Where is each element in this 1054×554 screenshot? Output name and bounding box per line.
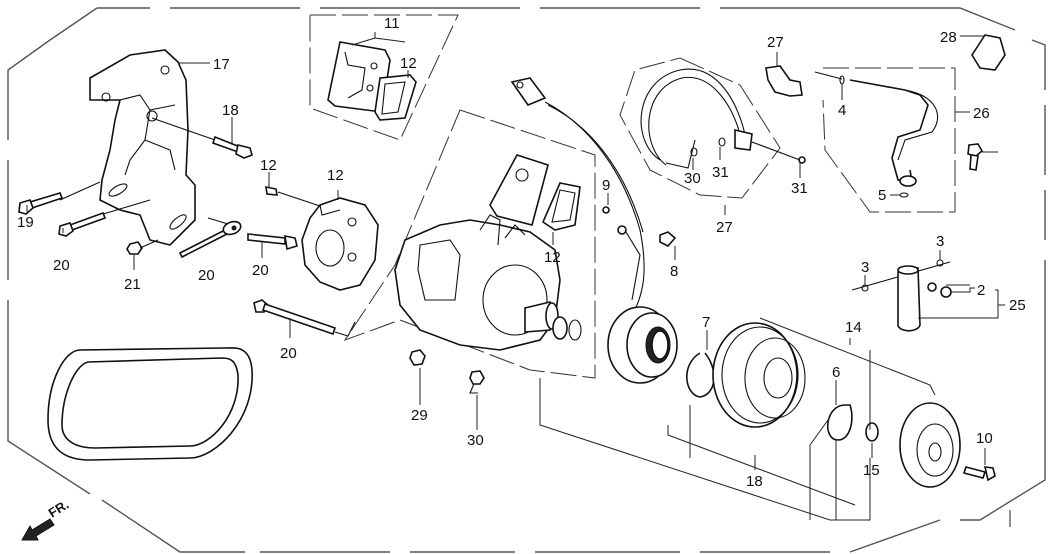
wire-harness[interactable] xyxy=(510,77,645,321)
spacer[interactable] xyxy=(865,422,879,442)
callout-30[interactable]: 31 xyxy=(712,164,729,181)
clutch-plate[interactable] xyxy=(899,402,961,488)
callout-2[interactable]: 2 xyxy=(977,282,985,299)
cap[interactable] xyxy=(765,65,803,97)
shaft-seal[interactable] xyxy=(552,316,568,340)
callout-labels: 17 18 19 20 20 20 12 12 20 20 21 20 11 1… xyxy=(17,15,1026,490)
cap[interactable] xyxy=(971,34,1006,71)
compressor-bracket[interactable] xyxy=(89,49,196,246)
bolt[interactable] xyxy=(962,466,996,482)
bolt[interactable] xyxy=(798,156,806,164)
bolt[interactable] xyxy=(247,233,298,251)
callout-20[interactable]: 18 xyxy=(222,102,239,119)
cover[interactable] xyxy=(301,197,379,291)
front-direction-indicator: FR. xyxy=(21,497,72,541)
compressor-body[interactable] xyxy=(394,214,561,351)
callout-23[interactable]: 21 xyxy=(124,276,141,293)
snap-ring-small[interactable] xyxy=(568,319,582,341)
callout-29[interactable]: 30 xyxy=(467,432,484,449)
callout-19[interactable]: 17 xyxy=(213,56,230,73)
discharge-hose[interactable] xyxy=(640,68,801,169)
bolt[interactable] xyxy=(18,181,101,215)
o-ring[interactable] xyxy=(718,137,726,147)
bolt[interactable] xyxy=(151,117,253,159)
callout-25[interactable]: 27 xyxy=(716,219,733,236)
callout-4[interactable]: 4 xyxy=(838,102,846,119)
callout-3[interactable]: 3 xyxy=(936,233,944,250)
callout-13[interactable]: 12 xyxy=(327,167,344,184)
leader-lines xyxy=(26,32,1011,527)
callout-4[interactable]: 5 xyxy=(878,187,886,204)
callout-20[interactable]: 20 xyxy=(252,262,269,279)
snap-ring[interactable] xyxy=(686,352,715,398)
callout-20[interactable]: 20 xyxy=(53,257,70,274)
nut[interactable] xyxy=(469,370,485,394)
callout-3[interactable]: 3 xyxy=(861,259,869,276)
receiver-dryer[interactable] xyxy=(851,259,951,332)
callout-9[interactable]: 9 xyxy=(602,177,610,194)
front-arrow-icon xyxy=(21,518,55,541)
callout-6[interactable]: 6 xyxy=(832,364,840,381)
receiver-plug-set[interactable] xyxy=(927,282,952,298)
callout-8[interactable]: 8 xyxy=(670,263,678,280)
o-ring[interactable] xyxy=(690,147,698,157)
callout-26[interactable]: 25 xyxy=(1009,297,1026,314)
callout-15[interactable]: 14 xyxy=(845,319,862,336)
gasket[interactable] xyxy=(374,74,417,121)
callout-30[interactable]: 30 xyxy=(684,170,701,187)
callout-21[interactable]: 20 xyxy=(198,267,215,284)
callout-31[interactable]: 31 xyxy=(791,180,808,197)
through-bolt[interactable] xyxy=(253,299,356,337)
clamp[interactable] xyxy=(659,231,677,247)
bolt[interactable] xyxy=(967,143,984,171)
suction-hose[interactable] xyxy=(814,71,938,187)
adjusting-bolt[interactable] xyxy=(178,217,243,259)
callout-11[interactable]: 11 xyxy=(384,15,400,32)
box-valve-set xyxy=(309,14,459,141)
nut[interactable] xyxy=(126,241,143,255)
valve-plate[interactable] xyxy=(489,154,549,226)
callout-27[interactable]: 27 xyxy=(767,34,784,51)
box-hose-24 xyxy=(822,67,956,213)
callout-28[interactable]: 29 xyxy=(411,407,428,424)
fr-label: FR. xyxy=(46,497,72,521)
callout-22[interactable]: 20 xyxy=(280,345,297,362)
callout-14[interactable]: 12 xyxy=(260,157,277,174)
callout-18[interactable]: 18 xyxy=(746,473,763,490)
bolt[interactable] xyxy=(265,185,321,207)
callout-16[interactable]: 15 xyxy=(863,462,880,479)
callout-27[interactable]: 28 xyxy=(940,29,957,46)
callout-10[interactable]: 10 xyxy=(976,430,993,447)
screw[interactable] xyxy=(602,206,610,214)
field-coil[interactable] xyxy=(607,306,678,384)
callout-12[interactable]: 12 xyxy=(544,249,561,266)
callout-20[interactable]: 19 xyxy=(17,214,34,231)
outer-frame xyxy=(7,7,1046,553)
gasket[interactable] xyxy=(541,182,581,231)
drive-belt[interactable] xyxy=(47,347,253,461)
callout-7[interactable]: 7 xyxy=(702,314,710,331)
pulley[interactable] xyxy=(712,322,806,428)
nut[interactable] xyxy=(409,349,426,366)
callout-12[interactable]: 12 xyxy=(400,55,417,72)
shim-washer[interactable] xyxy=(826,404,853,441)
box-hose-25 xyxy=(619,57,781,199)
callout-24[interactable]: 26 xyxy=(973,105,990,122)
o-ring[interactable] xyxy=(899,192,909,198)
